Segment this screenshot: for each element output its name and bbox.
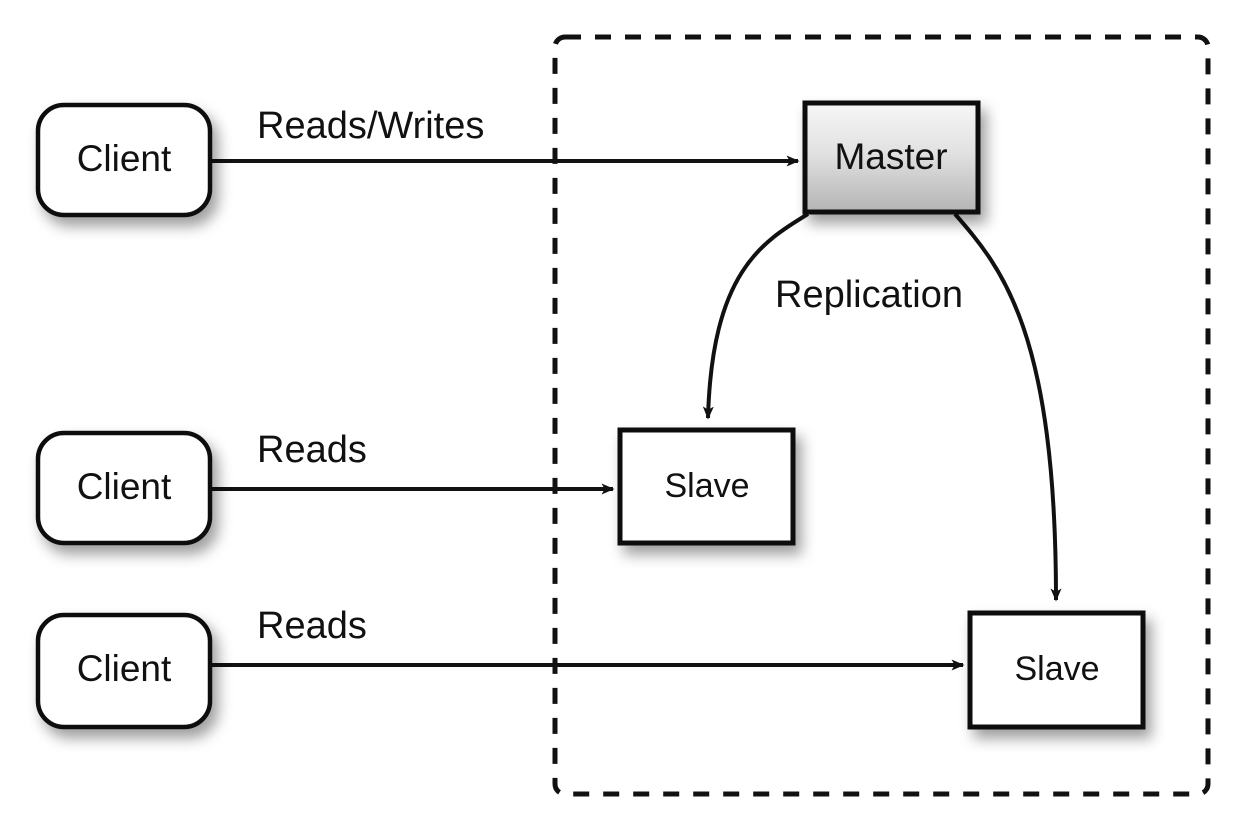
- node-slave-2[interactable]: Slave: [967, 610, 1146, 730]
- node-client-1[interactable]: Client: [35, 102, 213, 218]
- master-label: Master: [834, 136, 947, 177]
- client-3-label: Client: [77, 648, 172, 689]
- slave-2-label: Slave: [1014, 650, 1099, 688]
- client-1-box[interactable]: [35, 102, 213, 218]
- client-1-label: Client: [77, 138, 172, 179]
- node-client-2[interactable]: Client: [35, 430, 213, 546]
- slave-2-box[interactable]: [967, 610, 1146, 730]
- edge-label-reads-writes: Reads/Writes: [257, 105, 484, 147]
- nodes-layer: Client Client Client Master Slave Slave: [35, 100, 1146, 730]
- master-box[interactable]: [802, 100, 981, 215]
- client-3-box[interactable]: [35, 612, 213, 730]
- edge-label-reads-1: Reads: [257, 429, 367, 471]
- edge-master-slave2: [953, 212, 1062, 602]
- node-client-3[interactable]: Client: [35, 612, 213, 730]
- client-2-label: Client: [77, 466, 172, 507]
- slave-1-box[interactable]: [617, 427, 796, 546]
- edge-label-replication: Replication: [775, 274, 963, 316]
- edge-label-reads-2: Reads: [257, 605, 367, 647]
- client-2-box[interactable]: [35, 430, 213, 546]
- node-master[interactable]: Master: [802, 100, 981, 215]
- slave-1-label: Slave: [664, 467, 749, 505]
- edge-master-slave1: [702, 212, 810, 420]
- node-slave-1[interactable]: Slave: [617, 427, 796, 546]
- replication-boundary: [552, 34, 1211, 797]
- edge-labels-layer: Reads/Writes Replication Reads Reads: [257, 105, 963, 647]
- edges-layer: [210, 155, 1062, 671]
